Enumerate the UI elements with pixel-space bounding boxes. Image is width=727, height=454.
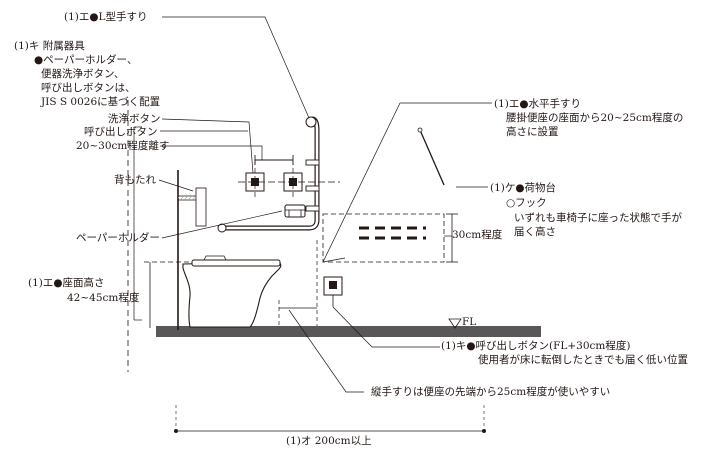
l-handrail [217,116,320,233]
luggage-shelf [322,213,445,263]
label-accessories-title: (1)キ 附属器具 [14,40,85,52]
label-horizontal-handrail-line1: 腰掛便座の座面から20~25cm程度の [506,112,684,124]
fl-marker [448,318,462,329]
backrest [178,187,207,227]
label-luggage-hook: ○フック [506,197,547,209]
label-accessories-line4: JIS S 0026に基づく配置 [41,96,161,108]
label-horizontal-handrail-line2: 高さに設置 [506,126,559,138]
label-fl: FL [462,316,477,328]
hook [419,129,445,186]
label-accessories-line2: 便器洗浄ボタン、 [41,68,125,80]
label-luggage-line2: 届く高さ [514,226,556,238]
leader-lines [133,16,492,393]
label-seat-height-title: (1)エ●座面高さ [28,277,105,289]
paper-holder [284,204,306,218]
label-paper-holder: ペーパーホルダー [76,232,160,244]
label-call-low-line1: 使用者が床に転倒したときでも届く低い位置 [478,354,688,366]
floor-slab [156,326,541,337]
label-vertical-handrail-note: 縦手すりは便座の先端から25cm程度が使いやすい [371,386,611,398]
perspective-line-1 [322,102,401,263]
label-backrest: 背もたれ [114,174,156,186]
label-call-low-title: (1)キ●呼び出しボタン(FL+30cm程度) [441,340,631,352]
label-flush-button: 洗浄ボタン [108,113,161,125]
label-shelf-height: 30cm程度 [452,229,503,241]
label-accessories-line1: ●ペーパーホルダー、 [34,54,138,66]
horizontal-handrail [359,226,426,240]
label-horizontal-handrail-title: (1)エ●水平手すり [494,98,582,110]
low-call-button [323,276,343,307]
label-l-handrail: (1)エ●L型手すり [64,11,148,23]
label-accessories-line3: 呼び出しボタンは、 [41,82,136,94]
label-luggage-title: (1)ケ●荷物台 [490,182,557,194]
toilet-bowl [182,255,282,328]
label-spacing: 20~30cm程度離す [76,140,170,152]
label-seat-height-value: 42~45cm程度 [67,292,140,304]
label-call-button: 呼び出しボタン [84,126,158,138]
label-room-width: (1)オ 200cm以上 [286,435,372,447]
label-luggage-line1: いずれも車椅子に座った状態で手が [514,212,682,224]
